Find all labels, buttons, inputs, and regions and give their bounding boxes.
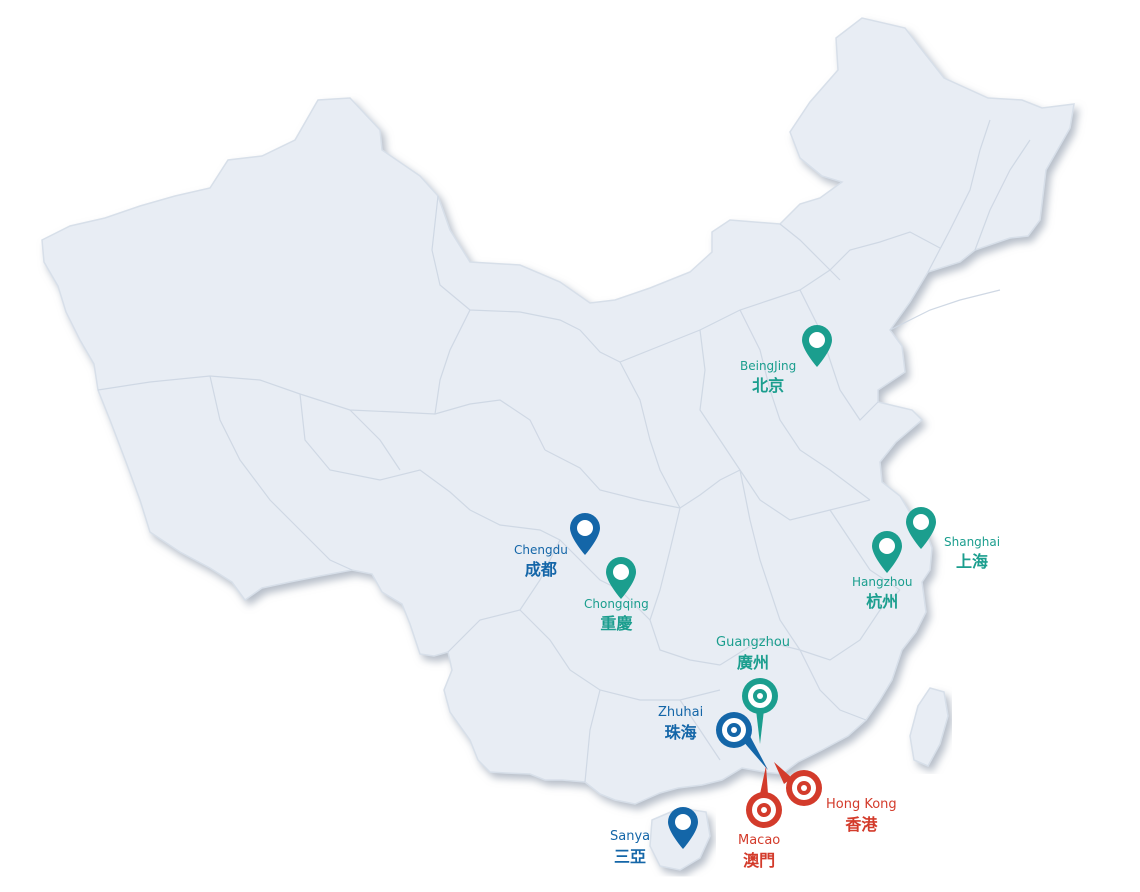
chengdu-zh-name: 成都 [524,559,557,579]
chongqing-en-name: Chongqing [584,597,649,611]
hongkong-label: Hong Kong 香港 [826,797,897,834]
sanya-label: Sanya 三亞 [610,829,651,866]
zhuhai-zh-name: 珠海 [664,722,697,742]
beijing-label: BeingJing 北京 [740,359,797,395]
hongkong-zh-name: 香港 [845,814,878,834]
zhuhai-en-name: Zhuhai [658,705,704,720]
macao-en-name: Macao [738,833,781,848]
macao-target-pin-icon[interactable] [744,766,784,830]
beijing-pin-icon[interactable] [800,324,834,368]
macao-zh-name: 澳門 [743,850,776,870]
chengdu-label: Chengdu 成都 [514,543,568,579]
beijing-zh-name: 北京 [752,375,785,395]
province-borders [97,119,1031,783]
sanya-pin-icon[interactable] [666,806,700,850]
guangzhou-label: Guangzhou 廣州 [716,635,791,672]
sanya-zh-name: 三亞 [614,846,647,866]
zhuhai-label: Zhuhai 珠海 [658,705,704,742]
chengdu-en-name: Chengdu [514,543,568,557]
shanghai-label: Shanghai 上海 [944,535,1001,571]
hangzhou-en-name: Hangzhou [852,575,913,589]
chongqing-pin-icon[interactable] [604,556,638,600]
hangzhou-pin-icon[interactable] [870,530,904,574]
beijing-en-name: BeingJing [740,359,797,373]
shanghai-en-name: Shanghai [944,535,1001,549]
hangzhou-zh-name: 杭州 [866,591,899,611]
guangzhou-zh-name: 廣州 [737,652,770,672]
zhuhai-target-pin-icon[interactable] [714,710,770,772]
mainland-china-shape [41,17,1075,805]
macao-label: Macao 澳門 [738,833,781,870]
guangzhou-en-name: Guangzhou [716,635,791,650]
chengdu-pin-icon[interactable] [568,512,602,556]
chongqing-zh-name: 重慶 [600,613,633,633]
guangzhou-target-pin-icon[interactable] [740,676,780,746]
chongqing-label: Chongqing 重慶 [584,597,649,633]
sanya-en-name: Sanya [610,829,651,844]
hangzhou-label: Hangzhou 杭州 [852,575,913,611]
shanghai-pin-icon[interactable] [904,506,938,550]
shanghai-zh-name: 上海 [956,551,989,571]
hongkong-en-name: Hong Kong [826,797,897,812]
taiwan-island-shape [909,687,949,767]
hongkong-target-pin-icon[interactable] [774,762,826,810]
